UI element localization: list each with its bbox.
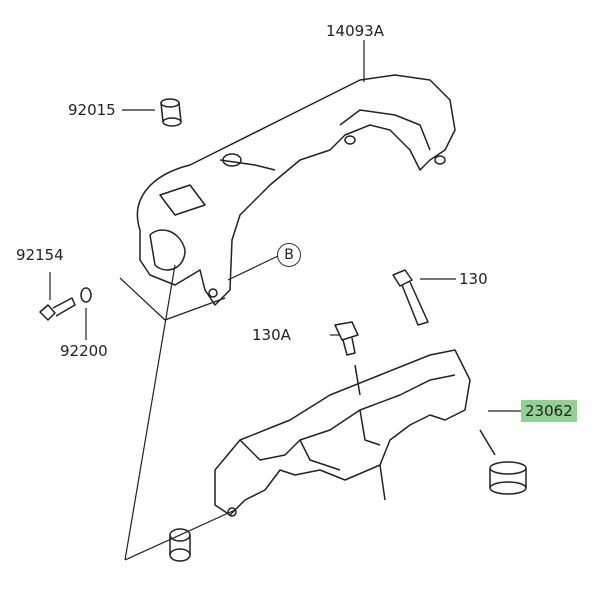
label-92200[interactable]: 92200 xyxy=(60,342,108,360)
label-14093A[interactable]: 14093A xyxy=(326,22,384,40)
label-23062[interactable]: 23062 xyxy=(521,400,577,422)
grommet-23062 xyxy=(479,429,527,495)
label-92015[interactable]: 92015 xyxy=(68,101,116,119)
reference-marker-b: B xyxy=(277,243,301,267)
label-130A[interactable]: 130A xyxy=(252,326,291,344)
lower-bracket-23062 xyxy=(214,349,471,517)
leader-lines xyxy=(49,40,521,561)
bolt-130 xyxy=(392,269,429,326)
upper-bracket-14093A xyxy=(136,74,456,306)
bolt-130A xyxy=(334,321,359,356)
washer-92200 xyxy=(80,287,92,303)
label-130[interactable]: 130 xyxy=(459,270,488,288)
collar-92015 xyxy=(160,98,182,127)
collar-lower xyxy=(169,528,191,562)
label-92154[interactable]: 92154 xyxy=(16,246,64,264)
bolt-92154 xyxy=(39,297,76,321)
